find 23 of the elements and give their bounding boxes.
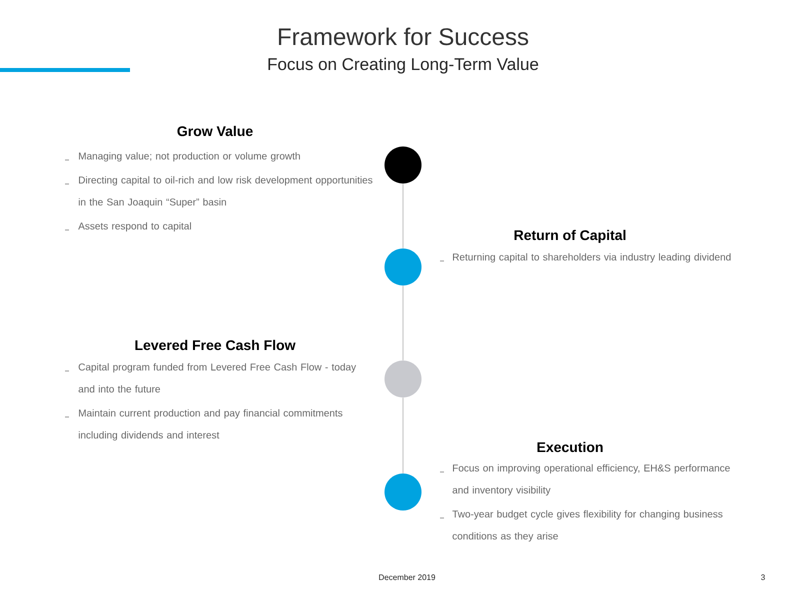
bullet-item: Two-year budget cycle gives flexibility for changing business conditions as they arise	[440, 510, 722, 542]
bullet-item: Managing value; not production or volume growth	[64, 152, 300, 162]
timeline-dot	[384, 248, 422, 286]
section-heading: Execution	[538, 442, 603, 452]
connector-line	[402, 398, 404, 474]
bullet-item: Assets respond to capital	[64, 222, 191, 232]
page-number: 3	[761, 574, 765, 580]
bullet-item: Directing capital to oil-rich and low risk development opportunities in the San Joaquin “Super” basin	[64, 176, 372, 208]
footer-date: December 2019	[379, 574, 436, 580]
timeline-dot	[384, 474, 422, 510]
section-heading: Levered Free Cash Flow	[135, 340, 296, 350]
timeline-dot	[384, 146, 422, 184]
bullet-item: Returning capital to shareholders via industry leading dividend	[440, 253, 731, 263]
connector-line	[402, 286, 404, 360]
subtitle: Focus on Creating Long-Term Value	[268, 58, 538, 74]
bullet-item: Maintain current production and pay financial commitments including dividends and interest	[64, 409, 342, 441]
section-heading: Return of Capital	[514, 230, 626, 243]
connector-line	[402, 184, 404, 248]
section-heading: Grow Value	[177, 126, 253, 136]
title: Framework for Success	[278, 28, 528, 46]
bullet-item: Focus on improving operational efficiency, EH&S performance and inventory visibility	[440, 464, 730, 496]
timeline-dot	[384, 360, 422, 398]
bullet-item: Capital program funded from Levered Free Cash Flow - today and into the future	[64, 363, 356, 393]
